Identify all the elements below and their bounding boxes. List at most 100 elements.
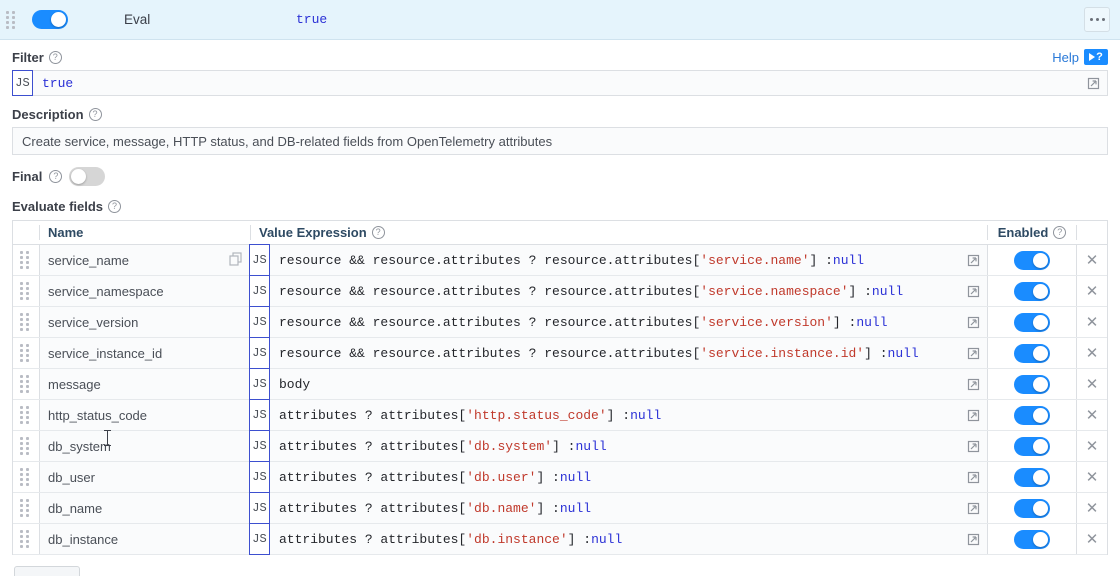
close-icon[interactable]: ✕ [1085,530,1099,548]
eval-enabled-toggle[interactable] [32,10,68,29]
field-name-cell[interactable]: message [39,369,250,399]
help-circle-icon[interactable]: ? [108,200,122,213]
row-enabled-toggle[interactable] [1014,467,1050,487]
drag-handle-icon[interactable] [20,313,32,331]
filter-expression-field[interactable]: JS true [12,70,1108,96]
enabled-cell [987,493,1077,523]
expand-editor-icon[interactable] [1079,71,1107,95]
filter-expression-value[interactable]: true [42,75,74,91]
copy-icon[interactable] [229,251,242,269]
value-expression-cell[interactable]: JS resource && resource.attributes ? res… [249,244,987,276]
row-enabled-toggle[interactable] [1014,250,1050,270]
expand-editor-icon[interactable] [959,307,987,337]
help-circle-icon[interactable]: ? [49,170,63,183]
field-name-cell[interactable]: db_instance [39,524,250,554]
row-enabled-toggle[interactable] [1014,312,1050,332]
drag-handle-icon[interactable] [6,10,18,29]
row-drag-handle[interactable] [13,245,39,275]
value-expression-value[interactable]: attributes ? attributes['db.system'] : n… [279,438,607,454]
expand-editor-icon[interactable] [959,431,987,461]
value-expression-value[interactable]: resource && resource.attributes ? resour… [279,314,888,330]
close-icon[interactable]: ✕ [1085,499,1099,517]
drag-handle-icon[interactable] [20,530,32,548]
close-icon[interactable]: ✕ [1085,282,1099,300]
value-expression-cell[interactable]: JS body [249,368,987,400]
row-drag-handle[interactable] [13,431,39,461]
drag-handle-icon[interactable] [20,282,32,300]
final-toggle[interactable] [69,167,106,186]
close-icon[interactable]: ✕ [1085,406,1099,424]
expand-editor-icon[interactable] [959,338,987,368]
row-drag-handle[interactable] [13,493,39,523]
close-icon[interactable]: ✕ [1085,344,1099,362]
value-expression-cell[interactable]: JS attributes ? attributes['db.system'] … [249,430,987,462]
row-drag-handle[interactable] [13,276,39,306]
value-expression-value[interactable]: resource && resource.attributes ? resour… [279,252,865,268]
help-circle-icon[interactable]: ? [371,226,385,239]
drag-handle-icon[interactable] [20,437,32,455]
row-enabled-toggle[interactable] [1014,436,1050,456]
expand-editor-icon[interactable] [959,276,987,306]
help-circle-icon[interactable]: ? [48,50,62,64]
value-expression-value[interactable]: body [279,376,311,392]
drag-handle-icon[interactable] [20,344,32,362]
close-icon[interactable]: ✕ [1085,313,1099,331]
value-expression-value[interactable]: attributes ? attributes['db.user'] : nul… [279,469,592,485]
value-expression-cell[interactable]: JS resource && resource.attributes ? res… [249,337,987,369]
field-name-cell[interactable]: db_system [39,431,250,461]
value-expression-value[interactable]: attributes ? attributes['http.status_cod… [279,407,662,423]
play-help-icon[interactable]: ? [1084,49,1108,65]
row-drag-handle[interactable] [13,369,39,399]
field-name-cell[interactable]: service_name [39,245,250,275]
value-expression-cell[interactable]: JS attributes ? attributes['db.user'] : … [249,461,987,493]
row-drag-handle[interactable] [13,307,39,337]
help-circle-icon[interactable]: ? [1053,226,1067,239]
expand-editor-icon[interactable] [959,462,987,492]
value-expression-value[interactable]: attributes ? attributes['db.name'] : nul… [279,500,592,516]
value-expression-cell[interactable]: JS resource && resource.attributes ? res… [249,306,987,338]
field-name-cell[interactable]: service_instance_id [39,338,250,368]
value-expression-cell[interactable]: JS resource && resource.attributes ? res… [249,275,987,307]
row-drag-handle[interactable] [13,462,39,492]
expand-editor-icon[interactable] [959,400,987,430]
value-expression-cell[interactable]: JS attributes ? attributes['db.name'] : … [249,492,987,524]
row-enabled-toggle[interactable] [1014,374,1050,394]
field-name-cell[interactable]: db_name [39,493,250,523]
help-circle-icon[interactable]: ? [88,108,102,121]
more-options-button[interactable] [1084,7,1110,32]
drag-handle-icon[interactable] [20,406,32,424]
row-enabled-toggle[interactable] [1014,281,1050,301]
value-expression-cell[interactable]: JS attributes ? attributes['http.status_… [249,399,987,431]
expand-editor-icon[interactable] [959,524,987,554]
close-icon[interactable]: ✕ [1085,468,1099,486]
row-drag-handle[interactable] [13,338,39,368]
row-enabled-toggle[interactable] [1014,405,1050,425]
value-expression-value[interactable]: attributes ? attributes['db.instance'] :… [279,531,623,547]
field-name-cell[interactable]: service_namespace [39,276,250,306]
value-expression-cell[interactable]: JS attributes ? attributes['db.instance'… [249,523,987,555]
drag-handle-icon[interactable] [20,251,32,269]
row-enabled-toggle[interactable] [1014,529,1050,549]
drag-handle-icon[interactable] [20,468,32,486]
row-enabled-toggle[interactable] [1014,343,1050,363]
row-enabled-toggle[interactable] [1014,498,1050,518]
value-expression-value[interactable]: resource && resource.attributes ? resour… [279,283,904,299]
field-name-cell[interactable]: db_user [39,462,250,492]
description-input[interactable]: Create service, message, HTTP status, an… [12,127,1108,155]
close-icon[interactable]: ✕ [1085,437,1099,455]
help-link[interactable]: Help [1052,49,1079,65]
expand-editor-icon[interactable] [959,369,987,399]
value-expression-value[interactable]: resource && resource.attributes ? resour… [279,345,919,361]
field-name-cell[interactable]: service_version [39,307,250,337]
field-name-cell[interactable]: http_status_code [39,400,250,430]
drag-handle-icon[interactable] [20,499,32,517]
row-drag-handle[interactable] [13,400,39,430]
expand-editor-icon[interactable] [959,245,987,275]
expand-editor-icon[interactable] [959,493,987,523]
add-field-button[interactable] [14,566,80,576]
drag-handle-icon[interactable] [20,375,32,393]
row-drag-handle[interactable] [13,524,39,554]
close-icon[interactable]: ✕ [1085,375,1099,393]
header-name: Name [39,225,250,240]
close-icon[interactable]: ✕ [1085,251,1099,269]
